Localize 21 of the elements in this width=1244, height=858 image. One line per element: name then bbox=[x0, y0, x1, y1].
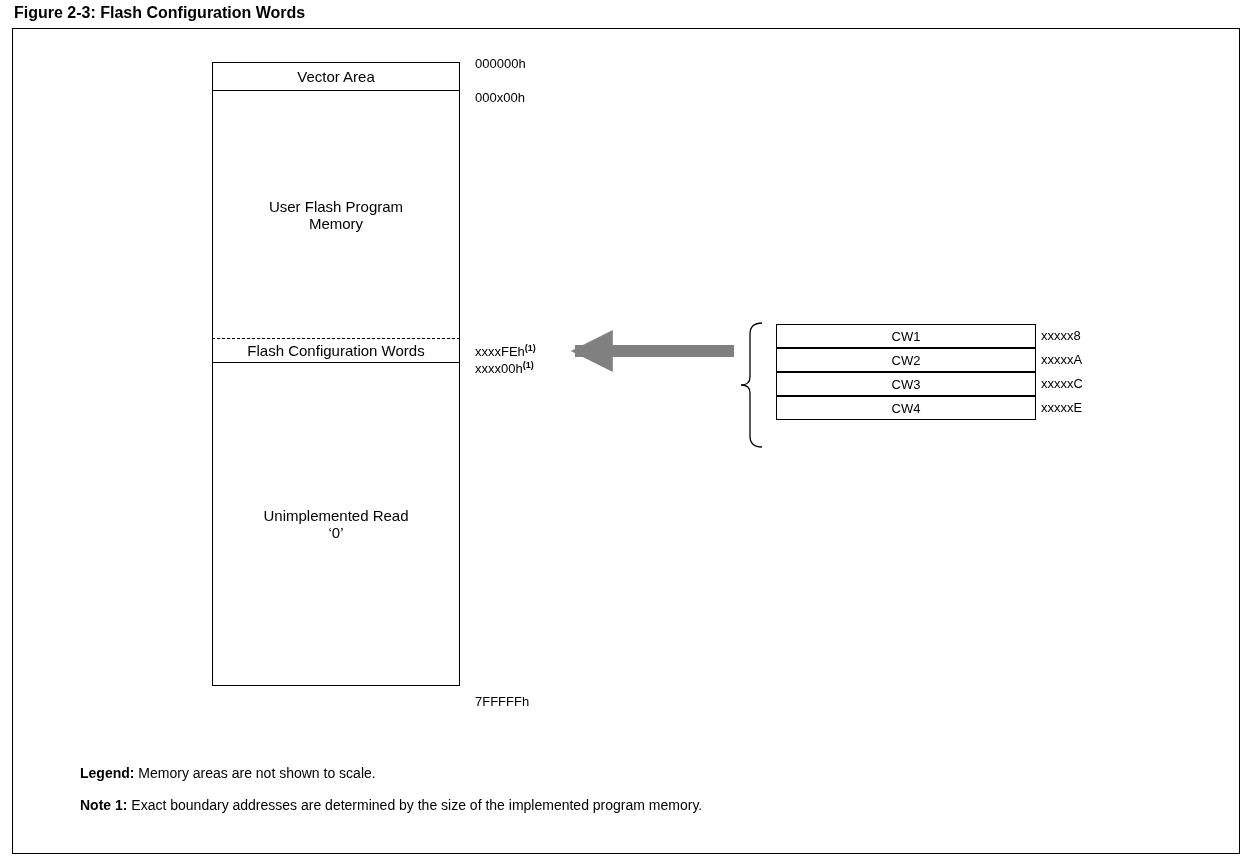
address-label: 7FFFFFh bbox=[475, 694, 530, 709]
table-row: CW1 bbox=[776, 324, 1036, 348]
address-label: xxxxx8 bbox=[1041, 328, 1081, 343]
table-row: CW4 bbox=[776, 396, 1036, 420]
address-label: xxxxxE bbox=[1041, 400, 1083, 415]
memory-region: User Flash Program Memory bbox=[212, 90, 460, 339]
table-row: CW2 bbox=[776, 348, 1036, 372]
legend-note: Legend: Memory areas are not shown to scale. bbox=[80, 765, 376, 781]
address-label: 000x00h bbox=[475, 90, 525, 105]
address-label: xxxxxC bbox=[1041, 376, 1083, 391]
address-label: xxxxxA bbox=[1041, 352, 1083, 367]
address-label: xxxxFEh$^{(1)}$ bbox=[475, 343, 536, 360]
table-row: CW3 bbox=[776, 372, 1036, 396]
arrow bbox=[570, 330, 734, 372]
memory-region: Unimplemented Read ‘0’ bbox=[212, 362, 460, 686]
memory-region: Vector Area bbox=[212, 62, 460, 91]
figure-title: Figure 2-3: Flash Configuration Words bbox=[14, 4, 306, 22]
footnote: Note 1: Exact boundary addresses are determined by the size of the implemented program memory. bbox=[80, 797, 703, 813]
address-label: xxxx00h$^{(1)}$ bbox=[475, 360, 534, 377]
memory-region: Flash Configuration Words bbox=[212, 338, 460, 363]
address-label: 000000h bbox=[475, 56, 526, 71]
